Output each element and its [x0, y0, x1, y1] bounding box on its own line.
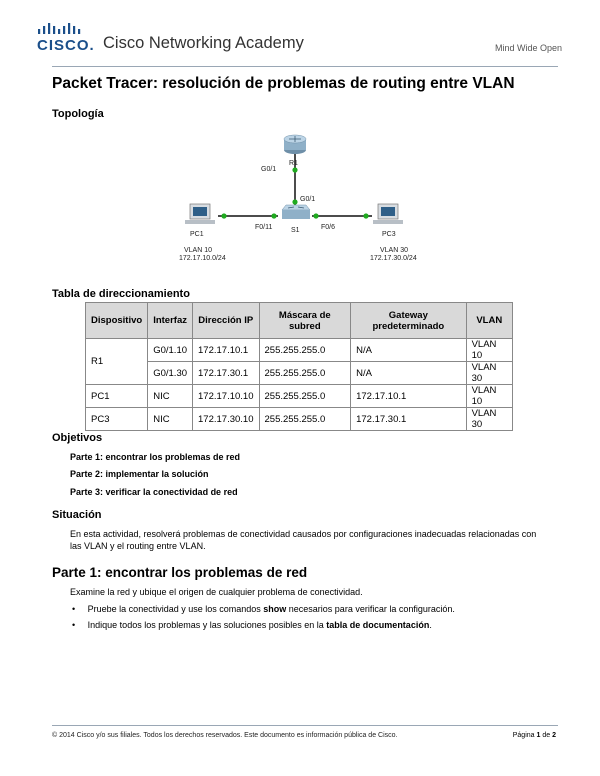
situation-text: En esta actividad, resolverá problemas d… [70, 529, 537, 551]
objective-part-1: Parte 1: encontrar los problemas de red [70, 452, 241, 462]
page-title: Packet Tracer: resolución de problemas d… [52, 75, 515, 92]
part1-heading: Parte 1: encontrar los problemas de red [52, 565, 308, 580]
table-cell: PC1 [84, 384, 149, 408]
r1-label: R1 [289, 160, 298, 167]
table-cell: R1 [84, 338, 149, 385]
table-row: PC3 NIC 172.17.30.10 255.255.255.0 172.1… [84, 407, 514, 431]
page-indicator: Página 1 de 2 [513, 732, 556, 739]
part1-intro: Examine la red y ubique el origen de cua… [70, 587, 363, 597]
s1-port-left-label: F0/11 [255, 224, 272, 231]
bullet-bold: tabla de documentación [326, 620, 430, 630]
page-label: Página [512, 732, 537, 739]
switch-icon [281, 204, 311, 219]
table-cell: N/A [350, 361, 467, 385]
pc1-label: PC1 [190, 231, 204, 238]
part1-bullet-2: • Indique todos los problemas y las solu… [72, 620, 432, 630]
pc3-vlan-label: VLAN 30 [380, 247, 408, 254]
footer-divider [52, 725, 558, 726]
addressing-table: Dispositivo Interfaz Dirección IP Máscar… [84, 302, 514, 431]
header-divider [52, 66, 558, 67]
bullet-icon: • [72, 604, 88, 614]
table-cell: 255.255.255.0 [258, 361, 352, 385]
pc3-net-label: 172.17.30.0/24 [370, 255, 417, 262]
academy-name: Cisco Networking Academy [103, 34, 304, 52]
link-status-dots [221, 167, 369, 219]
pc3-label: PC3 [382, 231, 396, 238]
table-cell: 172.17.30.1 [350, 407, 467, 431]
table-cell: VLAN 10 [465, 384, 514, 408]
bullet-bold: show [263, 604, 287, 614]
table-cell: NIC [147, 407, 194, 431]
bullet-icon: • [72, 620, 88, 630]
pc1-vlan-label: VLAN 10 [184, 247, 212, 254]
addressing-heading: Tabla de direccionamiento [52, 288, 190, 300]
table-cell: 172.17.10.1 [192, 338, 260, 362]
objective-part-3: Parte 3: verificar la conectividad de re… [70, 487, 238, 497]
pc1-icon [185, 203, 215, 224]
col-header: Dirección IP [192, 302, 260, 339]
table-cell: 172.17.10.10 [192, 384, 260, 408]
page-of: de [540, 732, 553, 739]
bullet-text: . [429, 620, 432, 630]
table-cell: N/A [350, 338, 467, 362]
s1-label: S1 [291, 227, 300, 234]
table-row: G0/1.30 172.17.30.1 255.255.255.0 N/A VL… [86, 361, 514, 385]
table-cell: 255.255.255.0 [258, 384, 352, 408]
s1-port-right-label: F0/6 [321, 224, 335, 231]
col-header: Máscara de subred [258, 302, 352, 339]
table-cell: 172.17.30.1 [192, 361, 260, 385]
table-cell: VLAN 30 [465, 361, 514, 385]
col-header: Interfaz [147, 302, 194, 339]
g01-label: G0/1 [300, 196, 315, 203]
table-row: PC1 NIC 172.17.10.10 255.255.255.0 172.1… [84, 384, 514, 408]
table-cell: 172.17.30.10 [192, 407, 260, 431]
table-row: R1 G0/1.10 172.17.10.1 255.255.255.0 N/A… [84, 338, 514, 385]
router-icon [283, 134, 307, 154]
col-header: VLAN [465, 302, 514, 339]
pc1-net-label: 172.17.10.0/24 [179, 255, 226, 262]
topology-diagram: G0/1 R1 G0/1 F0/11 S1 F0/6 PC1 VLAN 10 1… [179, 134, 417, 262]
page-total: 2 [552, 732, 556, 739]
topology-heading: Topología [52, 108, 104, 120]
table-cell: NIC [147, 384, 194, 408]
table-cell: G0/1.10 [147, 338, 194, 362]
col-header: Gateway predeterminado [350, 302, 467, 339]
r1-port-label: G0/1 [261, 166, 276, 173]
pc3-icon [373, 203, 403, 224]
cisco-logo-word: CISCO. [37, 37, 95, 54]
bullet-text: necesarios para verificar la configuraci… [286, 604, 455, 614]
table-cell: PC3 [84, 407, 149, 431]
table-cell: G0/1.30 [147, 361, 194, 385]
table-cell: 255.255.255.0 [258, 338, 352, 362]
page-number: 1 [536, 732, 541, 739]
footer-copyright: © 2014 Cisco y/o sus filiales. Todos los… [52, 732, 398, 739]
part1-bullet-1: • Pruebe la conectividad y use los coman… [72, 604, 455, 614]
tagline: Mind Wide Open [494, 43, 562, 53]
table-cell: VLAN 10 [465, 338, 514, 362]
table-cell: 172.17.10.1 [350, 384, 467, 408]
bullet-text: Pruebe la conectividad y use los comando… [87, 604, 264, 614]
cisco-logo-bars-icon [38, 23, 81, 34]
objective-part-2: Parte 2: implementar la solución [70, 469, 209, 479]
table-cell: VLAN 30 [465, 407, 514, 431]
table-cell: 255.255.255.0 [258, 407, 352, 431]
situation-heading: Situación [52, 509, 102, 521]
bullet-text: Indique todos los problemas y las soluci… [87, 620, 327, 630]
col-header: Dispositivo [84, 302, 149, 339]
objectives-heading: Objetivos [52, 432, 103, 444]
